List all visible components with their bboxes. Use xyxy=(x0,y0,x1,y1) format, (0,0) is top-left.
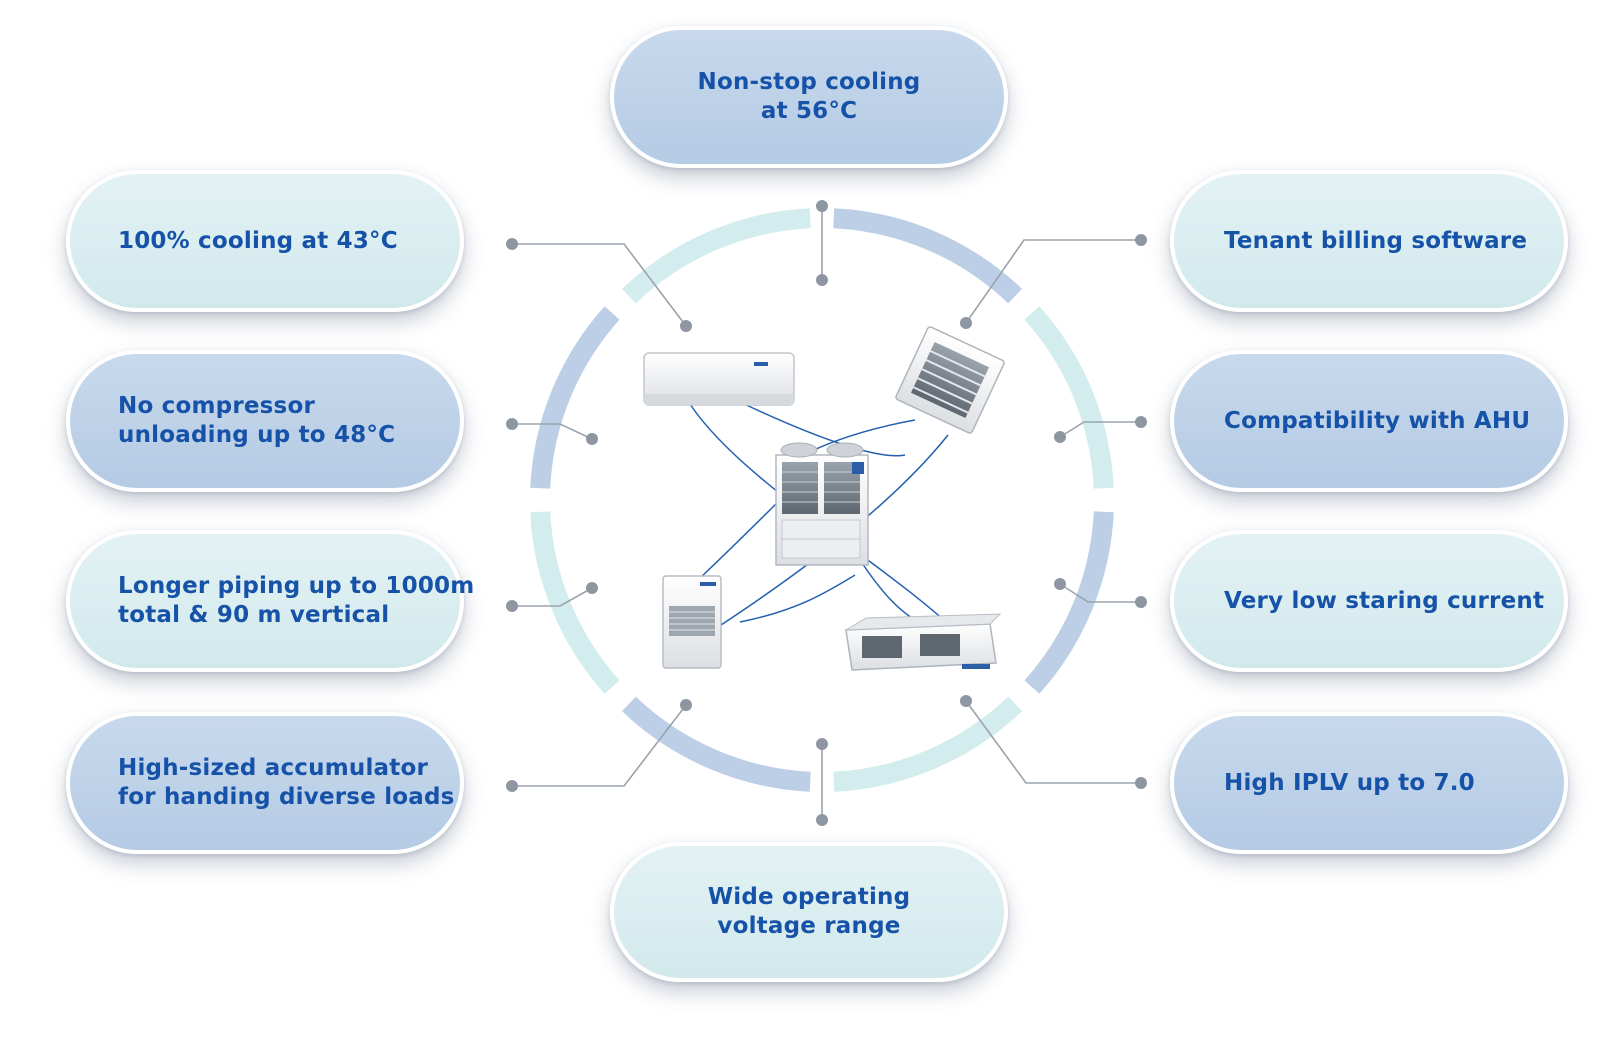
feature-text: unloading up to 48°C xyxy=(118,422,396,448)
feature-text: Non-stop cooling xyxy=(697,69,921,95)
feature-longer-piping: Longer piping up to 1000m total & 90 m v… xyxy=(66,530,475,672)
connectors xyxy=(512,206,1141,820)
connector-dots xyxy=(506,200,1147,826)
feature-text: for handing diverse loads xyxy=(118,784,455,810)
feature-text: voltage range xyxy=(717,913,901,939)
floor-standing-ac-icon xyxy=(662,575,722,669)
feature-text: High IPLV up to 7.0 xyxy=(1224,769,1475,796)
ceiling-cassette-ac-icon xyxy=(895,326,1005,434)
feature-nonstop-cooling: Non-stop cooling at 56°C xyxy=(610,26,1008,168)
wall-split-ac-icon xyxy=(643,352,795,406)
ducted-ac-unit-icon xyxy=(845,613,1002,671)
feature-text: at 56°C xyxy=(760,98,858,124)
ring-segment xyxy=(621,208,811,304)
feature-text: Compatibility with AHU xyxy=(1224,407,1531,434)
ring-segment xyxy=(1024,511,1114,694)
refrigerant-pipes xyxy=(689,401,956,641)
feature-full-cooling-43c: 100% cooling at 43°C xyxy=(66,170,464,312)
ring-segment xyxy=(833,696,1023,792)
feature-text: Tenant billing software xyxy=(1224,227,1528,254)
feature-text: Very low staring current xyxy=(1224,587,1545,614)
feature-text: Wide operating xyxy=(707,884,911,910)
feature-tenant-billing: Tenant billing software xyxy=(1170,170,1568,312)
feature-text: Longer piping up to 1000m xyxy=(118,573,475,599)
feature-text: total & 90 m vertical xyxy=(118,602,390,628)
feature-no-compressor-unloading: No compressor unloading up to 48°C xyxy=(66,350,464,492)
feature-ring xyxy=(530,208,1114,792)
feature-high-sized-accumulator: High-sized accumulator for handing diver… xyxy=(66,712,464,854)
ring-segment xyxy=(1024,306,1114,489)
outdoor-vrf-unit-icon xyxy=(775,442,869,566)
feature-low-starting-current: Very low staring current xyxy=(1170,530,1568,672)
feature-ahu-compatibility: Compatibility with AHU xyxy=(1170,350,1568,492)
feature-text: High-sized accumulator xyxy=(118,755,428,781)
feature-text: No compressor xyxy=(118,393,315,419)
ring-segment xyxy=(621,696,811,792)
ring-segment xyxy=(530,511,620,694)
feature-wide-voltage: Wide operating voltage range xyxy=(610,842,1008,982)
feature-high-iplv: High IPLV up to 7.0 xyxy=(1170,712,1568,854)
ring-segment xyxy=(833,208,1023,304)
ring-segment xyxy=(530,306,620,489)
feature-text: 100% cooling at 43°C xyxy=(118,227,398,254)
